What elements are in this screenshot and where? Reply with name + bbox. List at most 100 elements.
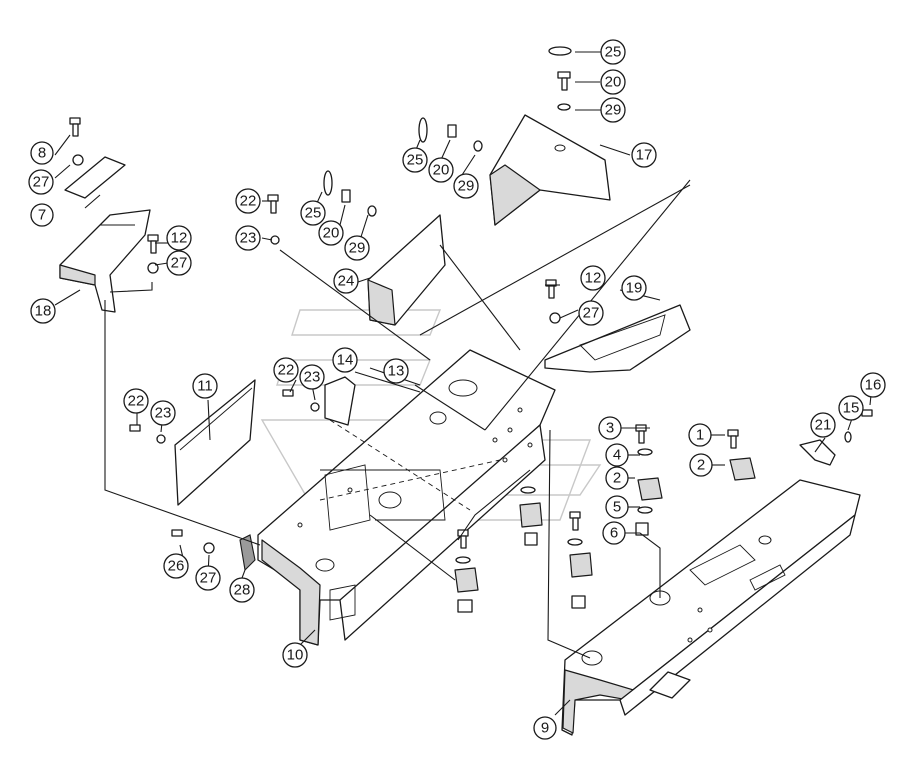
callout: 14 [332,347,358,373]
svg-text:25: 25 [605,44,622,61]
callout: 18 [30,298,56,324]
svg-text:26: 26 [168,558,185,575]
callout: 27 [195,565,221,591]
callout: 20 [600,69,626,95]
callout: 25 [600,39,626,65]
svg-text:29: 29 [458,178,475,195]
callout: 19 [621,275,647,301]
svg-text:1: 1 [696,427,704,444]
svg-text:29: 29 [349,240,366,257]
svg-text:2: 2 [697,457,705,474]
callout: 24 [333,268,359,294]
callout: 23 [299,364,325,390]
side-panel [174,379,256,506]
svg-text:6: 6 [610,525,618,542]
callout: 23 [235,225,261,251]
callout: 22 [123,388,149,414]
callout: 3 [598,416,622,440]
callout: 15 [838,395,864,421]
callout: 4 [605,443,629,467]
callout: 23 [150,400,176,426]
callout: 9 [533,716,557,740]
svg-text:25: 25 [407,152,424,169]
svg-text:23: 23 [240,230,257,247]
callout: 12 [166,225,192,251]
svg-text:25: 25 [305,205,322,222]
svg-text:8: 8 [38,145,46,162]
callout: 26 [163,553,189,579]
callout: 28 [229,577,255,603]
callout: 7 [30,203,54,227]
callout: 12 [580,265,606,291]
svg-text:17: 17 [636,147,653,164]
svg-text:23: 23 [155,405,172,422]
svg-text:10: 10 [287,647,304,664]
front-bracket [59,209,151,313]
callout: 13 [383,358,409,384]
callout: 1 [688,423,712,447]
svg-text:27: 27 [33,174,50,191]
top-cover [489,114,611,226]
callout: 6 [602,521,626,545]
callout: 16 [860,372,886,398]
svg-text:9: 9 [541,720,549,737]
svg-text:20: 20 [323,225,340,242]
svg-text:5: 5 [613,499,621,516]
callout: 11 [192,373,218,399]
callout: 29 [600,97,626,123]
svg-text:22: 22 [278,362,295,379]
svg-text:13: 13 [388,363,405,380]
svg-text:16: 16 [865,377,882,394]
callout: 27 [28,169,54,195]
callout: 29 [344,235,370,261]
rear-bracket [544,304,691,373]
callout: 22 [273,357,299,383]
svg-text:24: 24 [338,273,355,290]
svg-text:15: 15 [843,400,860,417]
svg-text:20: 20 [433,162,450,179]
svg-text:27: 27 [583,305,600,322]
callout: 17 [631,142,657,168]
svg-text:14: 14 [337,352,354,369]
callout: 5 [605,495,629,519]
svg-text:18: 18 [35,303,52,320]
svg-text:12: 12 [585,270,602,287]
svg-text:2: 2 [613,470,621,487]
side-frame [561,479,861,736]
svg-text:4: 4 [613,447,621,464]
cover-panel [367,214,446,326]
callout: 25 [300,200,326,226]
svg-text:3: 3 [606,420,614,437]
callout: 25 [402,147,428,173]
callout: 22 [235,188,261,214]
svg-text:23: 23 [304,369,321,386]
callout: 2 [605,466,629,490]
leader-lines [54,51,873,716]
callout: 27 [578,300,604,326]
hardware [69,46,873,613]
svg-text:20: 20 [605,74,622,91]
callouts: 1 2 2 3 4 5 6 7 8 9 10 11 12 12 13 14 15… [28,39,886,740]
main-frame [257,349,556,646]
svg-text:28: 28 [234,582,251,599]
callout: 2 [689,453,713,477]
callout: 20 [428,157,454,183]
callout: 10 [282,642,308,668]
svg-text:7: 7 [38,207,46,224]
svg-text:22: 22 [240,193,257,210]
svg-text:29: 29 [605,102,622,119]
svg-text:27: 27 [200,570,217,587]
callout: 21 [810,412,836,438]
svg-text:19: 19 [626,280,643,297]
svg-text:12: 12 [171,230,188,247]
svg-text:27: 27 [171,255,188,272]
callout: 29 [453,173,479,199]
callout: 20 [318,220,344,246]
svg-text:11: 11 [197,378,213,395]
callout: 8 [30,141,54,165]
top-plate [64,156,126,199]
svg-text:21: 21 [815,417,832,434]
callout: 27 [166,250,192,276]
svg-text:22: 22 [128,393,145,410]
